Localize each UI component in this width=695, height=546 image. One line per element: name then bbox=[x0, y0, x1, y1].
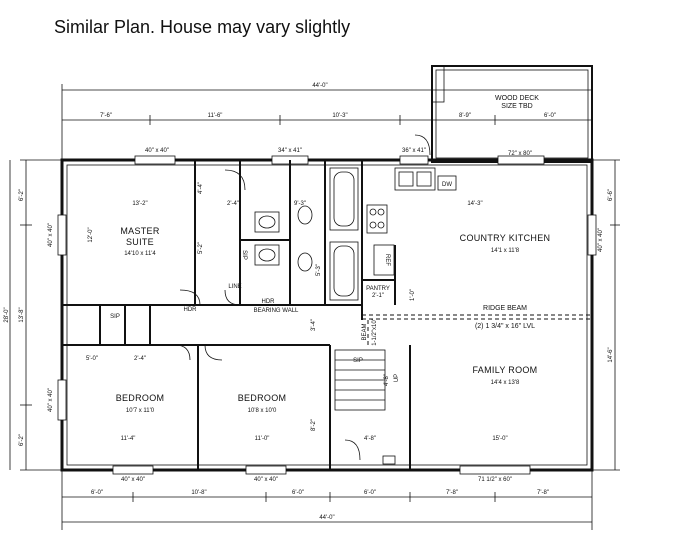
dim-int-17: 5'-0" bbox=[86, 356, 98, 362]
deck-label: WOOD DECK bbox=[495, 95, 539, 102]
bedroom1-size: 10'7 x 11'0 bbox=[126, 408, 155, 414]
master-suite-name-2: SUITE bbox=[126, 237, 154, 247]
ridge-beam: RIDGE BEAM (2) 1 3/4" x 16" LVL BEAM 1-1… bbox=[362, 305, 592, 346]
family-room-name: FAMILY ROOM bbox=[473, 365, 538, 375]
dim-overall-top: 44'-0" bbox=[312, 83, 327, 89]
bath-fixtures bbox=[254, 167, 359, 301]
dim-int-10: 15'-0" bbox=[492, 436, 507, 442]
wood-deck: WOOD DECK SIZE TBD bbox=[431, 65, 593, 163]
sip-label-2: SIP bbox=[241, 250, 247, 260]
sip-label-3: SIP bbox=[353, 358, 363, 364]
dim-int-14: 8'-2" bbox=[311, 419, 317, 431]
top-dimensions: 44'-0" 7'-6" 11'-6" 10'-3" 8'-9" 6'-0" 4… bbox=[61, 83, 593, 160]
beam-spec: 1-1/2"x10" bbox=[372, 318, 378, 346]
dim-bottom-3: 6'-0" bbox=[292, 490, 304, 496]
dim-int-18: 4'-8" bbox=[384, 374, 390, 386]
ref-label: REF bbox=[384, 254, 390, 266]
window-bottom-3: 71 1/2" x 60" bbox=[478, 477, 512, 483]
dim-bottom-5: 7'-8" bbox=[446, 490, 458, 496]
dim-int-7: 14'-3" bbox=[467, 201, 482, 207]
ridge-beam-spec: (2) 1 3/4" x 16" LVL bbox=[475, 323, 535, 330]
dim-int-12: 3'-4" bbox=[311, 319, 317, 331]
bedroom2-size: 10'8 x 10'0 bbox=[248, 408, 277, 414]
bedroom2-name: BEDROOM bbox=[238, 393, 287, 403]
dim-left-3: 6'-2" bbox=[19, 434, 25, 446]
country-kitchen-name: COUNTRY KITCHEN bbox=[460, 233, 551, 243]
hdr-bearing-wall-2: BEARING WALL bbox=[254, 308, 299, 314]
door-swings bbox=[174, 134, 431, 461]
dim-int-5: 5'-2" bbox=[198, 242, 204, 254]
dim-top-2: 11'-6" bbox=[208, 113, 223, 119]
right-dimensions: 6'-6" 14'-6" 40" x 40" bbox=[592, 159, 620, 471]
pantry-label: PANTRY bbox=[366, 286, 390, 292]
dim-int-8: 11'-4" bbox=[121, 436, 136, 442]
family-room-size: 14'4 x 13'8 bbox=[491, 380, 520, 386]
dim-left-1: 6'-2" bbox=[19, 189, 25, 201]
window-bottom-2: 40" x 40" bbox=[254, 477, 278, 483]
window-bottom-1: 40" x 40" bbox=[121, 477, 145, 483]
dim-bottom-6: 7'-8" bbox=[537, 490, 549, 496]
up-label: UP bbox=[394, 374, 400, 382]
dim-left-2: 13'-8" bbox=[19, 307, 25, 322]
stairs: UP bbox=[334, 349, 400, 465]
dim-top-1: 7'-6" bbox=[100, 113, 112, 119]
left-dimensions: 28'-0" 6'-2" 13'-8" 6'-2" 40" x 40" 40" … bbox=[4, 159, 62, 471]
window-left-2: 40" x 40" bbox=[48, 388, 54, 412]
beam-label: BEAM bbox=[362, 323, 368, 340]
dim-top-5: 6'-0" bbox=[544, 113, 556, 119]
master-suite-name: MASTER bbox=[120, 226, 160, 236]
window-top-3: 36" x 41" bbox=[402, 148, 426, 154]
misc-labels: HDR BEARING WALL HDR LINE SIP SIP SIP bbox=[110, 250, 363, 364]
dim-int-2: 12'-0" bbox=[88, 227, 94, 242]
dim-int-6: 9'-3" bbox=[294, 201, 306, 207]
deck-size: SIZE TBD bbox=[501, 103, 532, 110]
dim-right-2: 14'-6" bbox=[608, 347, 614, 362]
dim-bottom-1: 6'-0" bbox=[91, 490, 103, 496]
dim-top-3: 10'-3" bbox=[332, 113, 347, 119]
window-left-1: 40" x 40" bbox=[48, 223, 54, 247]
dim-left-overall: 28'-0" bbox=[4, 307, 10, 322]
dim-overall-bottom: 44'-0" bbox=[319, 515, 334, 521]
dim-int-4: 4'-4" bbox=[198, 182, 204, 194]
bottom-dimensions: 40" x 40" 40" x 40" 71 1/2" x 60" 6'-0" … bbox=[61, 470, 593, 530]
sip-label-1: SIP bbox=[110, 314, 120, 320]
dim-int-1: 13'-2" bbox=[132, 201, 147, 207]
hdr-label: HDR bbox=[184, 307, 198, 313]
dim-int-13: 2'-4" bbox=[134, 356, 146, 362]
dim-int-11: 5'-3" bbox=[316, 264, 322, 276]
interior-dimensions: 13'-2" 12'-0" 2'-4" 4'-4" 5'-2" 9'-3" 14… bbox=[86, 182, 508, 442]
hdr-bearing-wall-1: HDR bbox=[262, 299, 276, 305]
interior-walls bbox=[62, 160, 411, 470]
master-suite-size: 14'10 x 11'4 bbox=[124, 251, 156, 257]
ridge-beam-label: RIDGE BEAM bbox=[483, 305, 527, 312]
dim-int-15: 4'-8" bbox=[364, 436, 376, 442]
window-top-4: 72" x 80" bbox=[508, 151, 532, 157]
dim-int-16: 1'-0" bbox=[410, 289, 416, 301]
country-kitchen-size: 14'1 x 11'8 bbox=[491, 248, 520, 254]
dim-int-3: 2'-4" bbox=[227, 201, 239, 207]
bedroom1-name: BEDROOM bbox=[116, 393, 165, 403]
dim-bottom-2: 10'-8" bbox=[191, 490, 206, 496]
window-top-2: 34" x 41" bbox=[278, 148, 302, 154]
dim-right-1: 6'-6" bbox=[608, 189, 614, 201]
dim-int-9: 11'-0" bbox=[255, 436, 270, 442]
lin-label: LINE bbox=[228, 284, 241, 290]
dim-top-4: 8'-9" bbox=[459, 113, 471, 119]
dw-label: DW bbox=[442, 182, 452, 188]
window-top-1: 40" x 40" bbox=[145, 148, 169, 154]
plan-caption: Similar Plan. House may vary slightly bbox=[54, 17, 351, 37]
window-right-1: 40" x 40" bbox=[598, 228, 604, 252]
dim-bottom-4: 6'-0" bbox=[364, 490, 376, 496]
room-labels: MASTER SUITE 14'10 x 11'4 COUNTRY KITCHE… bbox=[116, 226, 551, 414]
pantry-size: 2'-1" bbox=[372, 293, 384, 299]
kitchen-fixtures: DW REF PANTRY 2'-1" bbox=[366, 167, 457, 299]
